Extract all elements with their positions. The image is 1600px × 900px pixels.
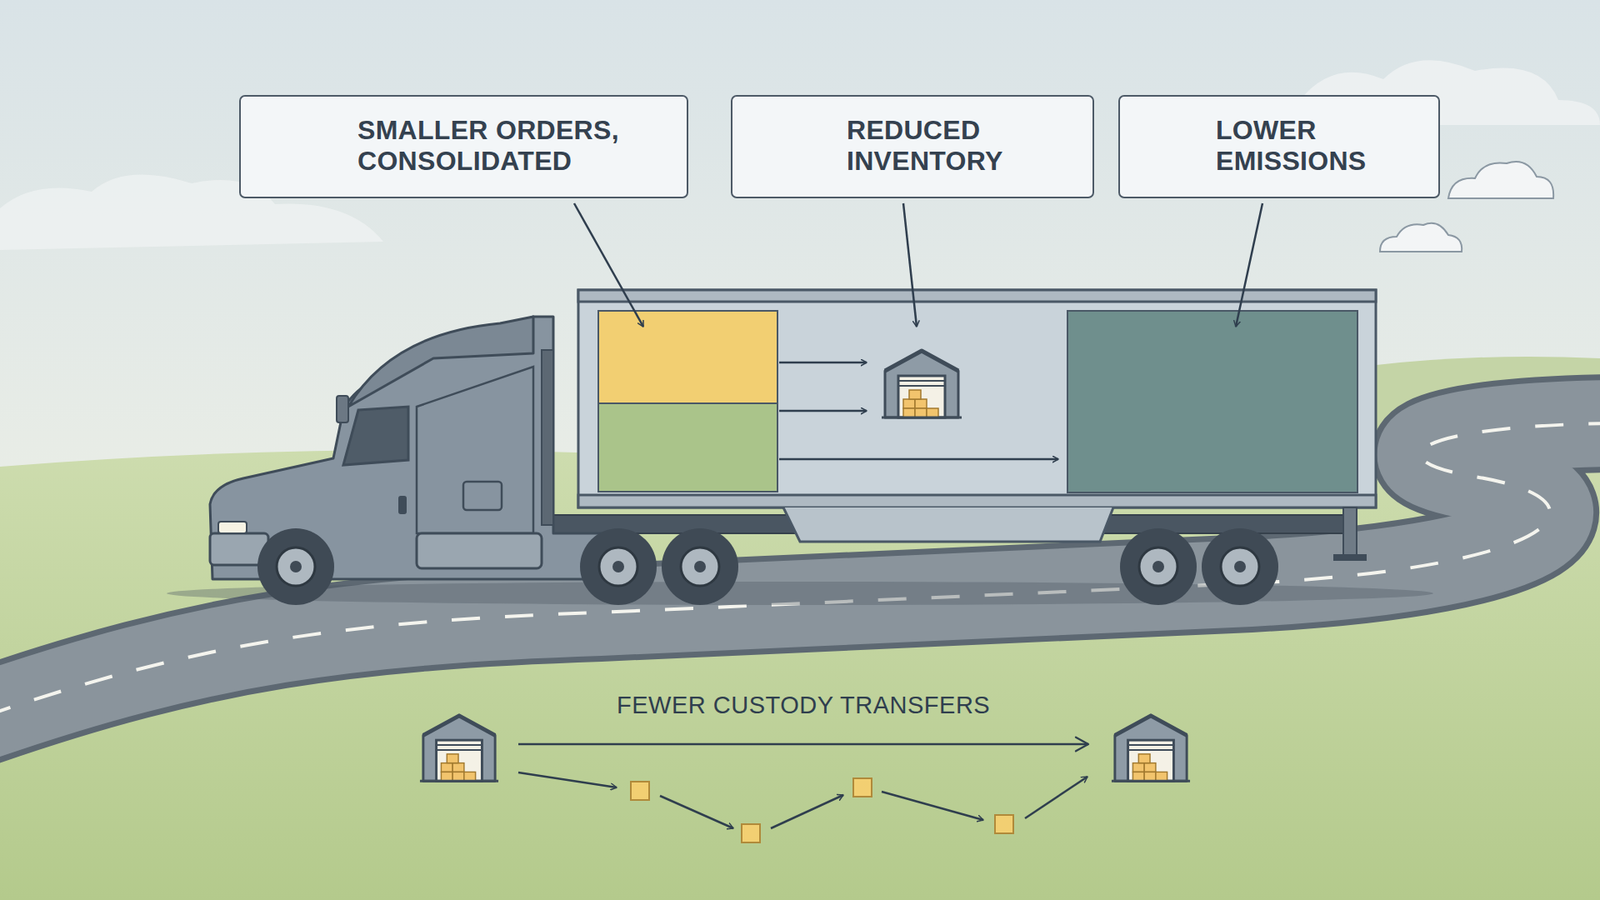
leader-lines [903, 203, 917, 327]
callout-text: LOWER EMISSIONS [1215, 115, 1416, 177]
callout-box: LOWER EMISSIONS [1118, 95, 1440, 199]
flow-arrows [779, 458, 1059, 461]
callout-box: SMALLER ORDERS, CONSOLIDATED [239, 95, 689, 199]
consolidated-orders-area [598, 310, 778, 404]
wheels [257, 528, 335, 605]
destination-warehouse [1111, 715, 1190, 781]
wheels [599, 547, 638, 586]
trailer [578, 290, 1376, 508]
wheels [661, 528, 739, 605]
cab-step [463, 481, 502, 510]
wheels [290, 560, 302, 573]
exhaust-stack [541, 350, 554, 525]
wheels [1201, 528, 1279, 605]
emissions-area [1067, 310, 1358, 493]
clouds [0, 60, 1600, 252]
transfer-arrows [660, 795, 734, 829]
flow-arrows [779, 410, 867, 413]
headlight [218, 521, 247, 534]
consolidated-orders-area [598, 403, 778, 492]
truck [166, 290, 1434, 605]
wheels [1120, 528, 1197, 605]
transfer-arrows [518, 772, 617, 788]
transfer-arrows [770, 795, 844, 829]
wheels [612, 560, 625, 573]
flow-arrows [779, 362, 1059, 460]
wheels [580, 528, 657, 605]
transfer-arrows [518, 743, 1089, 746]
wheels [257, 528, 1279, 605]
trailer-bottom-rail [578, 495, 1376, 508]
trailer-skirt [783, 507, 1114, 542]
wheels [1201, 528, 1279, 605]
wheels [661, 528, 739, 605]
leader-lines [574, 203, 644, 327]
clouds [1380, 223, 1462, 252]
leader-lines [1235, 203, 1263, 327]
handoff-point [741, 824, 760, 843]
wheels [1234, 560, 1246, 573]
wheels [257, 528, 335, 605]
wheels [694, 560, 706, 573]
callout-text: SMALLER ORDERS, CONSOLIDATED [357, 115, 666, 177]
callout-text: REDUCED INVENTORY [846, 115, 1072, 177]
wheels [1152, 560, 1165, 573]
cab-door [416, 366, 534, 534]
handoff-point [995, 815, 1014, 834]
wheels [580, 528, 657, 605]
leader-lines [574, 203, 1263, 327]
fuel-tank [416, 533, 542, 569]
mirror [336, 395, 349, 423]
door-handle [398, 495, 407, 515]
origin-warehouse [420, 715, 499, 781]
landing-gear-foot [1333, 554, 1367, 561]
wheels [1139, 547, 1178, 586]
flow-arrows [779, 361, 867, 365]
handoff-point [853, 778, 872, 797]
wheels [1120, 528, 1197, 605]
clouds [1448, 161, 1554, 199]
warehouse-icon [881, 350, 962, 418]
transfer-arrows [881, 791, 984, 820]
cab-fairing [348, 316, 534, 407]
wheels [680, 547, 720, 586]
wheels [276, 547, 315, 586]
handoff-point [630, 781, 650, 800]
callout-box: REDUCED INVENTORY [730, 95, 1095, 199]
trailer-top-rail [578, 290, 1376, 302]
wheels [1220, 547, 1260, 586]
landing-gear [1343, 507, 1357, 558]
transfer-arrows [1025, 776, 1088, 819]
handoff-point [630, 778, 1014, 843]
cab-window [343, 406, 409, 465]
section-label: FEWER CUSTODY TRANSFERS [611, 691, 995, 720]
